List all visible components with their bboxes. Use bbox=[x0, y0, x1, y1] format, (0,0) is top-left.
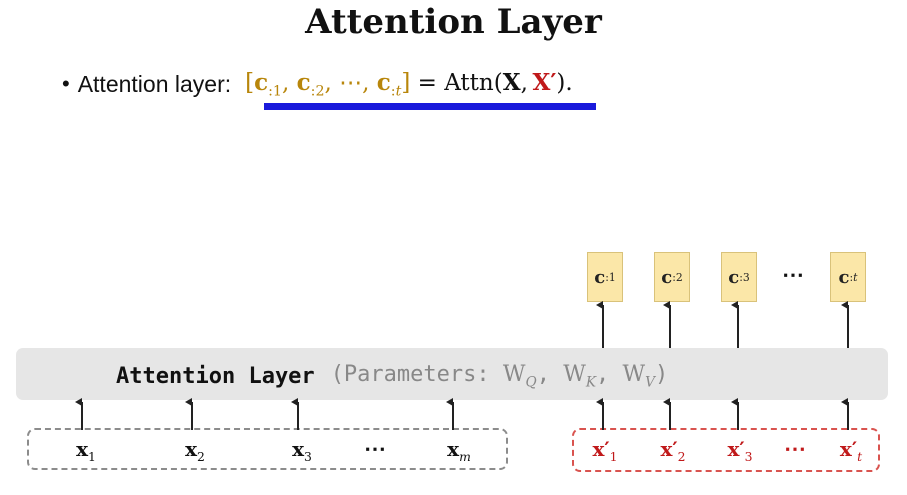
bullet-icon: • bbox=[62, 71, 70, 96]
page-title: Attention Layer bbox=[305, 2, 602, 42]
decoder-ellipsis: ⋯ bbox=[784, 436, 806, 462]
output-c2: c:2 bbox=[654, 252, 690, 302]
formula-arg-xprime: X′ bbox=[532, 68, 557, 96]
params-close: ) bbox=[654, 361, 669, 387]
formula-function: Attn bbox=[444, 69, 494, 96]
formula-ellipsis: ⋯ bbox=[339, 69, 363, 96]
param-wv: WV bbox=[622, 361, 655, 391]
encoder-input-x3: x3 bbox=[292, 437, 312, 464]
bullet-label: Attention layer: bbox=[77, 70, 232, 97]
decoder-input-xt: x′t bbox=[839, 437, 863, 464]
attention-layer-label: Attention Layer (Parameters: WQ, WK, WV) bbox=[116, 361, 668, 391]
attention-formula: [c:1, c:2, ⋯, c:t] = Attn(X, X′). bbox=[245, 68, 573, 100]
attention-layer-bar bbox=[16, 348, 888, 400]
param-wk: WK bbox=[563, 361, 596, 391]
encoder-input-x1: x1 bbox=[76, 437, 96, 464]
layer-params: (Parameters: WQ, WK, WV) bbox=[330, 361, 669, 391]
context-vector-list: [c:1, c:2, ⋯, c:t] bbox=[245, 68, 411, 100]
output-c3: c:3 bbox=[721, 252, 757, 302]
formula-arg-x: X bbox=[502, 68, 521, 96]
layer-name: Attention Layer bbox=[116, 363, 315, 389]
encoder-ellipsis: ⋯ bbox=[364, 436, 386, 462]
output-c1: c:1 bbox=[587, 252, 623, 302]
formula-equals: = bbox=[417, 69, 437, 96]
attention-formula-line: • Attention layer: [c:1, c:2, ⋯, c:t] = … bbox=[62, 68, 573, 100]
encoder-input-box bbox=[27, 428, 508, 470]
decoder-input-box bbox=[572, 428, 880, 472]
param-wq: WQ bbox=[502, 361, 537, 391]
decoder-input-x3: x′3 bbox=[727, 437, 753, 464]
formula-underline bbox=[264, 103, 596, 110]
output-ct: c:t bbox=[830, 252, 866, 302]
decoder-input-x2: x′2 bbox=[660, 437, 686, 464]
encoder-input-x2: x2 bbox=[185, 437, 205, 464]
params-label: (Parameters: bbox=[330, 361, 490, 387]
decoder-input-x1: x′1 bbox=[592, 437, 618, 464]
encoder-input-xm: xm bbox=[447, 437, 471, 464]
output-ellipsis: ⋯ bbox=[782, 262, 804, 288]
